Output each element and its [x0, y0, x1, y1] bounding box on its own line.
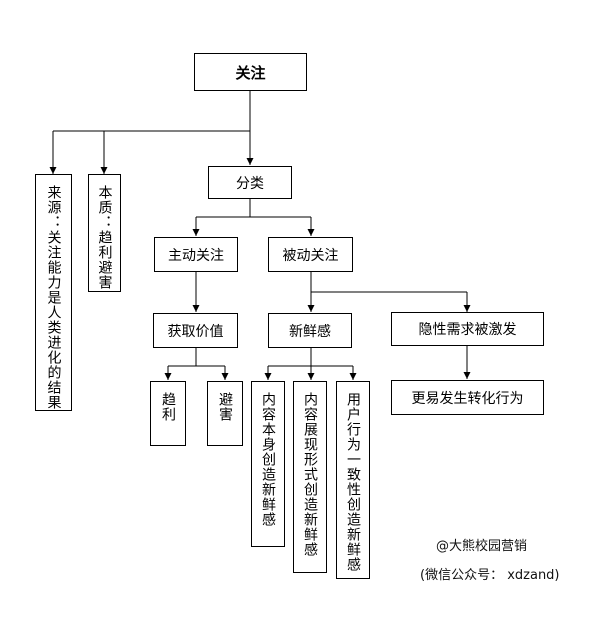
category-node: 分类 [208, 166, 292, 199]
essence-label: 本质：趋利避害 [96, 185, 113, 290]
form-novelty-node: 内容展现形式创造新鲜感 [293, 381, 327, 573]
avoid-harm-node: 避害 [207, 381, 243, 446]
origin-node: 来源：关注能力是人类进化的结果 [35, 174, 72, 411]
seek-benefit-label: 趋利 [160, 392, 176, 422]
author-handle: @大熊校园营销 [436, 539, 528, 554]
root-node: 关注 [194, 53, 307, 91]
content-novelty-node: 内容本身创造新鲜感 [251, 381, 285, 547]
latent-need-node: 隐性需求被激发 [391, 312, 544, 346]
origin-label: 来源：关注能力是人类进化的结果 [45, 185, 62, 410]
passive-attention-node: 被动关注 [268, 237, 353, 272]
essence-node: 本质：趋利避害 [88, 174, 121, 292]
avoid-harm-label: 避害 [217, 392, 233, 422]
wechat-account: (微信公众号： xdzand) [420, 568, 560, 583]
conversion-node: 更易发生转化行为 [391, 380, 544, 415]
content-novelty-label: 内容本身创造新鲜感 [260, 392, 276, 527]
seek-benefit-node: 趋利 [150, 381, 186, 446]
active-attention-node: 主动关注 [154, 237, 238, 272]
novelty-node: 新鲜感 [268, 313, 352, 348]
behavior-novelty-node: 用户行为一致性创造新鲜感 [336, 381, 370, 579]
get-value-node: 获取价值 [153, 313, 238, 348]
form-novelty-label: 内容展现形式创造新鲜感 [302, 392, 318, 557]
behavior-novelty-label: 用户行为一致性创造新鲜感 [345, 392, 361, 572]
